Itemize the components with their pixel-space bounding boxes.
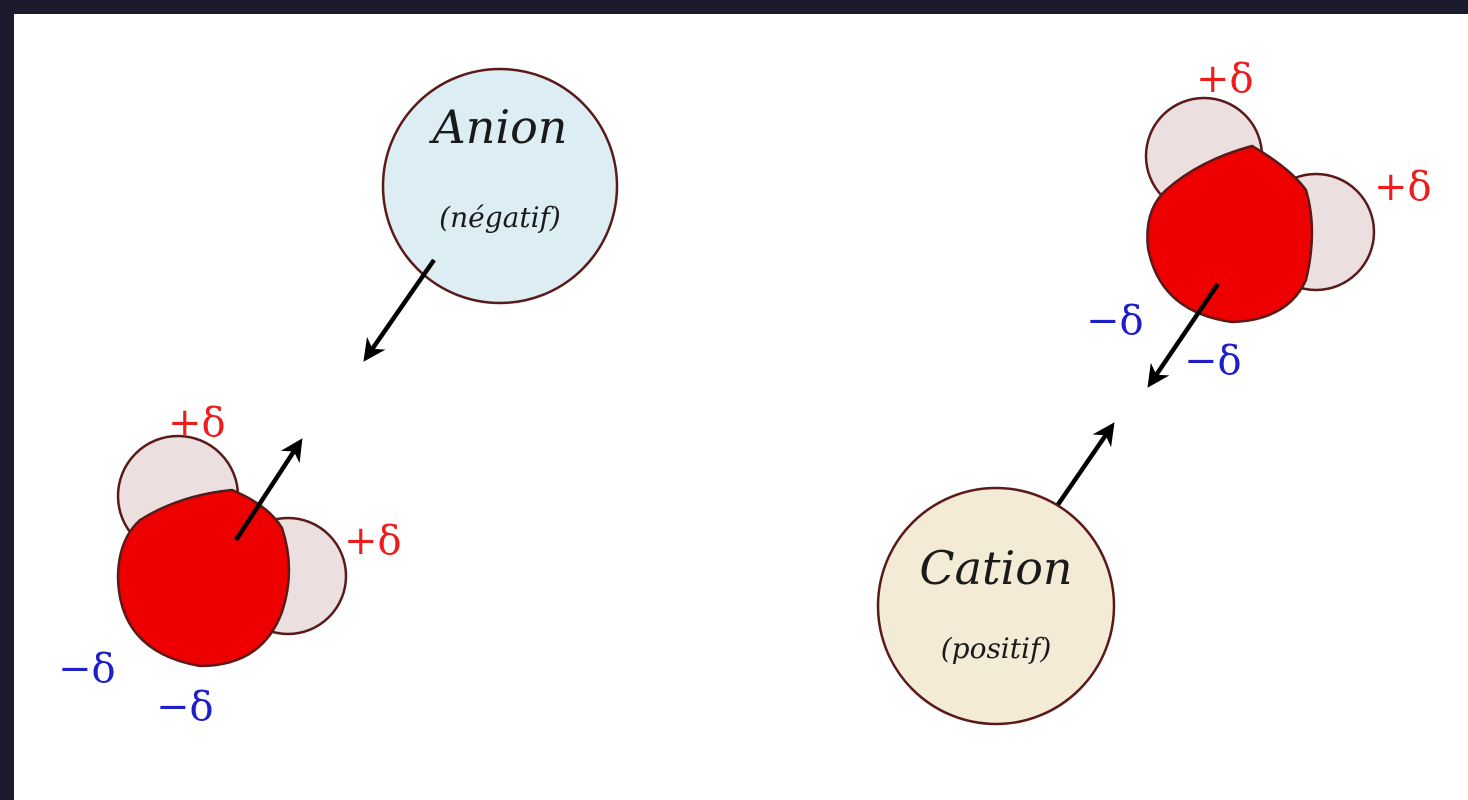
charge-o-bottom: −δ xyxy=(156,684,214,730)
charge-h-right: +δ xyxy=(344,518,402,564)
charge-h-right: +δ xyxy=(1374,164,1432,210)
dipole-arrow-left xyxy=(234,438,303,542)
cation: Cation (positif) xyxy=(876,486,1116,726)
charge-o-bottom: −δ xyxy=(1184,338,1242,384)
charge-o-left: −δ xyxy=(58,646,116,692)
cation-circle xyxy=(876,486,1116,726)
anion: Anion (négatif) xyxy=(381,67,619,305)
anion-sign: (négatif) xyxy=(439,201,561,234)
cation-name: Cation xyxy=(919,541,1072,595)
cation-sign: (positif) xyxy=(941,632,1052,665)
dipole-arrow-right xyxy=(1147,282,1220,388)
anion-name: Anion xyxy=(429,100,568,154)
charge-h-top: +δ xyxy=(1196,56,1254,102)
oxygen-atom xyxy=(1146,144,1314,324)
water-molecule-left: +δ +δ −δ −δ xyxy=(58,400,402,730)
charge-h-top: +δ xyxy=(168,400,226,446)
anion-circle xyxy=(381,67,619,305)
water-molecule-right: +δ +δ −δ −δ xyxy=(1086,56,1432,388)
right-panel: +δ +δ −δ −δ Cation (positif) xyxy=(876,56,1432,726)
charge-o-left: −δ xyxy=(1086,298,1144,344)
left-panel: Anion (négatif) +δ +δ −δ −δ xyxy=(58,67,619,730)
anion-attraction-arrow xyxy=(363,258,436,362)
oxygen-atom xyxy=(116,488,291,668)
